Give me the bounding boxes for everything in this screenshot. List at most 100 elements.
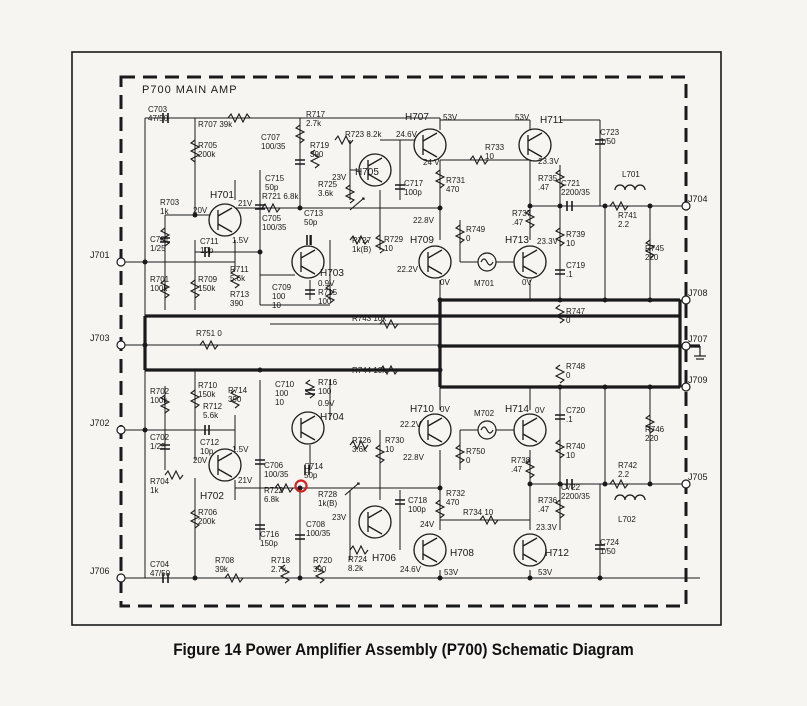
lamp-m701-symbol	[477, 252, 497, 272]
voltage-v53d-label: 53V	[538, 568, 553, 577]
voltage-v233a-label: 23.3V	[538, 157, 560, 166]
transistor-h704-label: H704	[320, 412, 344, 423]
part-c723-label-value1: 1/50	[600, 137, 616, 146]
part-r712-label: R712	[203, 402, 223, 411]
part-c717-label: C717	[404, 179, 424, 188]
jack-j703-terminal[interactable]	[116, 340, 126, 350]
jack-j702-terminal[interactable]	[116, 425, 126, 435]
part-r715-label: R715	[318, 288, 338, 297]
voltage-v15b-label: 1.5V	[232, 445, 249, 454]
part-r743-label: R743 10k	[352, 314, 387, 323]
ground-bus	[143, 298, 700, 389]
part-r718-label: R718	[271, 556, 291, 565]
part-r747-label: R747	[566, 307, 586, 316]
figure-caption: Figure 14 Power Amplifier Assembly (P700…	[173, 640, 634, 659]
part-r702-label-value1: 100k	[150, 396, 168, 405]
part-l701-label: L701	[622, 170, 640, 179]
part-r728-label: R728	[318, 490, 338, 499]
jack-j705-terminal[interactable]	[681, 479, 691, 489]
part-r746-label: R746	[645, 425, 665, 434]
jack-j701-terminal[interactable]	[116, 257, 126, 267]
part-c714-label: C714	[304, 462, 324, 471]
part-r705-label-value1: 200k	[198, 150, 216, 159]
part-r750-label: R750	[466, 447, 486, 456]
part-c711-label: C711	[200, 237, 219, 246]
transistor-h710-label: H710	[410, 404, 434, 415]
part-r736-label: R736	[538, 496, 558, 505]
jack-j707-terminal[interactable]	[681, 341, 691, 351]
voltage-v222a-label: 22.2V	[397, 265, 419, 274]
part-r741-label: R741	[618, 211, 638, 220]
inductor-l701-symbol	[614, 184, 646, 191]
part-r749-label: R749	[466, 225, 486, 234]
part-c705-label-value1: 100/35	[262, 223, 287, 232]
voltage-v20b-label: 20V	[193, 456, 208, 465]
part-r725-label-value1: 3.6k	[318, 189, 334, 198]
part-r750-label-value1: 0	[466, 456, 471, 465]
part-r708-label-value1: 39k	[215, 565, 229, 574]
part-r732-label-value1: 470	[446, 498, 460, 507]
outer-frame	[71, 51, 722, 626]
part-r737-label-value1: .47	[512, 218, 524, 227]
part-r713-label: R713	[230, 290, 250, 299]
part-r703-label-value1: 1k	[160, 207, 169, 216]
part-r731-label-value1: 470	[446, 185, 460, 194]
transistor-h704-symbol	[291, 411, 325, 445]
part-r721-label: R721 6.8k	[262, 192, 299, 201]
transistor-h702-symbol	[208, 448, 242, 482]
part-r746-label-value1: 220	[645, 434, 659, 443]
part-c709-label: C709	[272, 283, 292, 292]
jack-j708-label: J708	[688, 288, 708, 298]
jack-j708-terminal[interactable]	[681, 295, 691, 305]
part-c703-label: C703	[148, 105, 168, 114]
part-r716-label-value1: 100	[318, 387, 332, 396]
part-r709-label: R709	[198, 275, 218, 284]
part-r739-label-value1: 10	[566, 239, 575, 248]
part-r701-label-value1: 100k	[150, 284, 168, 293]
lamp-m702-symbol	[477, 420, 497, 440]
part-r733-label: R733	[485, 143, 505, 152]
part-r718-label-value1: 2.7k	[271, 565, 287, 574]
part-r738-label: R738	[511, 456, 531, 465]
part-r714-label-value1: 390	[228, 395, 242, 404]
part-r706-label: R706	[198, 508, 218, 517]
transistor-h707-symbol	[413, 128, 447, 162]
part-r719-label-value1: 390	[310, 150, 324, 159]
part-c703-label-value1: 47/50	[148, 114, 169, 123]
part-m701-label: M701	[474, 279, 495, 288]
part-r727-label-value1: 1k(B)	[352, 245, 371, 254]
jack-j704-terminal[interactable]	[681, 201, 691, 211]
part-r730-label-value1: 10	[385, 445, 394, 454]
part-r731-label: R731	[446, 176, 466, 185]
part-c718-label: C718	[408, 496, 428, 505]
transistor-h705-symbol	[358, 153, 392, 187]
voltage-v233b-label: 23.3V	[537, 237, 559, 246]
part-c706-label-value1: 100/35	[264, 470, 289, 479]
jack-j704-label: J704	[688, 194, 708, 204]
part-r707-label: R707 39k	[198, 120, 233, 129]
voltage-v23b-label: 23V	[332, 513, 347, 522]
transistor-h708-symbol	[413, 533, 447, 567]
voltage-v53c-label: 53V	[444, 568, 459, 577]
jack-j706-terminal[interactable]	[116, 573, 126, 583]
part-c723-label: C723	[600, 128, 620, 137]
voltage-v222b-label: 22.2V	[400, 420, 422, 429]
part-r715-label-value1: 100	[318, 297, 332, 306]
part-c708-label: C708	[306, 520, 326, 529]
jack-j709-terminal[interactable]	[681, 382, 691, 392]
part-r735-label-value1: .47	[538, 183, 550, 192]
part-r726-label-value1: 3.6k	[352, 445, 368, 454]
part-c710-label-value2: 10	[275, 398, 284, 407]
part-r726-label: R726	[352, 436, 372, 445]
part-r727-label: R727	[352, 236, 372, 245]
voltage-v0d-label: 0V	[440, 405, 450, 414]
part-c707-label: C707	[261, 133, 281, 142]
transistor-h712-label: H712	[545, 548, 569, 559]
voltage-v24a-label: 24 V	[423, 158, 440, 167]
voltage-v24b-label: 24V	[420, 520, 435, 529]
voltage-v228b-label: 22.8V	[403, 453, 425, 462]
part-c724-label-value1: 1/50	[600, 547, 616, 556]
part-r734-label: R734 10	[463, 508, 494, 517]
